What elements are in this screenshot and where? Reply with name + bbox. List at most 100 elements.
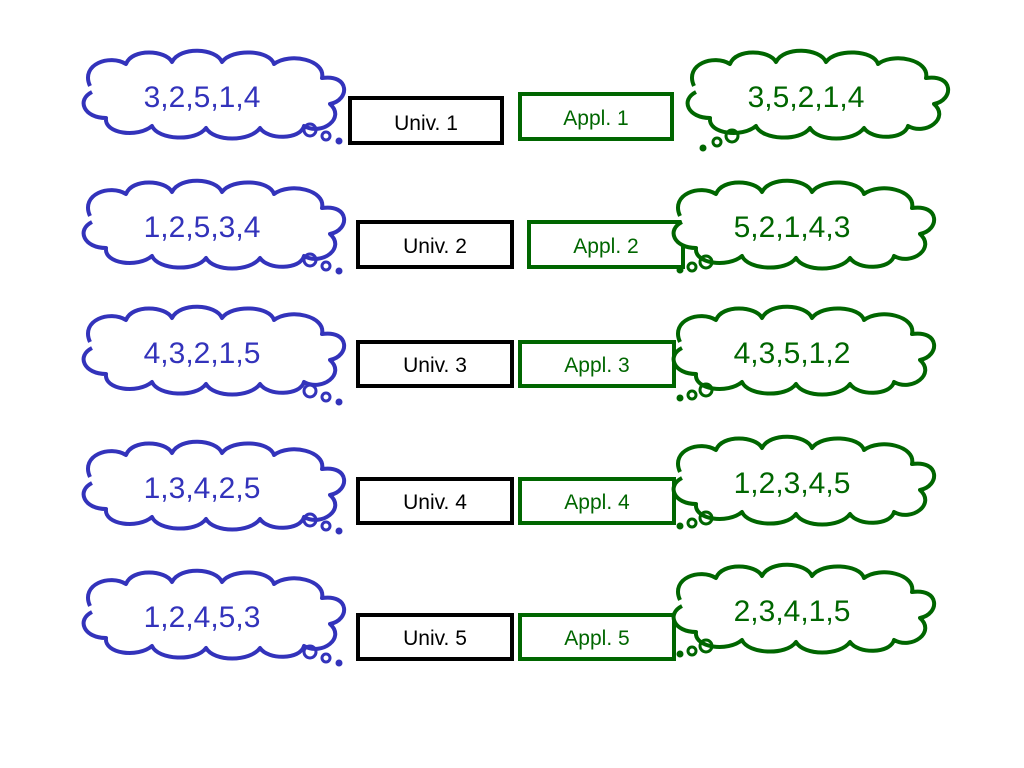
applicant-box: Appl. 5 — [518, 613, 676, 661]
university-box-frame — [356, 340, 514, 388]
university-thought-cloud: 1,2,5,3,4 — [81, 178, 347, 275]
applicant-label: Appl. 2 — [573, 235, 638, 258]
applicant-box-frame — [518, 477, 676, 525]
thought-bubble-small — [676, 650, 684, 658]
thought-bubble-small — [699, 144, 707, 152]
applicant-preference-list: 1,2,3,4,5 — [734, 467, 851, 500]
thought-bubble-large — [698, 382, 714, 398]
applicant-cloud-outline — [671, 304, 937, 397]
applicant-label: Appl. 1 — [563, 107, 628, 130]
pair-row-4: 1,3,4,2,5 Univ. 4 Appl. 4 1,2,3,4,5 — [81, 434, 937, 535]
thought-bubble-large — [302, 122, 318, 138]
applicant-preference-list: 4,3,5,1,2 — [734, 337, 851, 370]
university-box: Univ. 2 — [356, 220, 514, 269]
thought-bubble-large — [698, 510, 714, 526]
applicant-preference-list: 5,2,1,4,3 — [734, 211, 851, 244]
thought-bubble-large — [698, 254, 714, 270]
university-label: Univ. 3 — [403, 354, 467, 377]
applicant-label: Appl. 5 — [564, 627, 629, 650]
applicant-thought-bubbles — [676, 638, 714, 658]
thought-bubble-small — [335, 137, 343, 145]
university-label: Univ. 2 — [403, 235, 467, 258]
thought-bubble-medium — [320, 520, 332, 532]
thought-bubble-medium — [686, 389, 698, 401]
university-cloud-outline — [81, 304, 347, 397]
university-preference-list: 3,2,5,1,4 — [144, 81, 261, 114]
thought-bubble-medium — [320, 130, 332, 142]
thought-bubble-medium — [320, 391, 332, 403]
university-label: Univ. 1 — [394, 112, 458, 135]
applicant-box-frame — [518, 340, 676, 388]
applicant-preference-list: 3,5,2,1,4 — [748, 81, 865, 114]
university-thought-cloud: 3,2,5,1,4 — [81, 48, 347, 145]
university-preference-list: 1,3,4,2,5 — [144, 472, 261, 505]
university-box: Univ. 3 — [356, 340, 514, 388]
thought-bubble-small — [335, 398, 343, 406]
university-box-frame — [356, 477, 514, 525]
thought-bubble-large — [302, 644, 318, 660]
thought-bubble-small — [335, 659, 343, 667]
university-box: Univ. 1 — [348, 96, 504, 145]
thought-bubble-large — [302, 512, 318, 528]
applicant-box-frame — [518, 92, 674, 141]
university-box-frame — [356, 220, 514, 269]
university-cloud-outline — [81, 48, 347, 141]
university-thought-bubbles — [302, 383, 343, 406]
thought-bubble-small — [335, 267, 343, 275]
thought-bubble-small — [676, 522, 684, 530]
thought-bubble-medium — [686, 645, 698, 657]
university-thought-bubbles — [302, 122, 343, 145]
university-cloud-outline — [81, 439, 347, 532]
university-cloud-outline — [81, 178, 347, 271]
applicant-thought-bubbles — [676, 382, 714, 402]
applicant-cloud-outline — [685, 48, 951, 141]
applicant-thought-cloud: 3,5,2,1,4 — [685, 48, 951, 152]
thought-bubble-medium — [686, 517, 698, 529]
applicant-box: Appl. 4 — [518, 477, 676, 525]
thought-bubble-large — [698, 638, 714, 654]
applicant-cloud-outline — [671, 562, 937, 655]
applicant-thought-cloud: 1,2,3,4,5 — [671, 434, 937, 530]
applicant-preference-list: 2,3,4,1,5 — [734, 595, 851, 628]
university-thought-bubbles — [302, 252, 343, 275]
thought-bubble-large — [302, 383, 318, 399]
pair-row-2: 1,2,5,3,4 Univ. 2 Appl. 2 5,2,1,4,3 — [81, 178, 937, 275]
applicant-box: Appl. 2 — [527, 220, 685, 269]
university-thought-bubbles — [302, 512, 343, 535]
university-thought-cloud: 1,3,4,2,5 — [81, 439, 347, 535]
applicant-box: Appl. 3 — [518, 340, 676, 388]
pair-row-1: 3,2,5,1,4 Univ. 1 Appl. 1 3,5,2,1,4 — [81, 48, 951, 152]
thought-bubble-large — [724, 128, 740, 144]
pair-row-3: 4,3,2,1,5 Univ. 3 Appl. 3 4,3,5,1,2 — [81, 304, 937, 406]
university-label: Univ. 5 — [403, 627, 467, 650]
university-preference-list: 1,2,4,5,3 — [144, 601, 261, 634]
university-label: Univ. 4 — [403, 491, 467, 514]
applicant-thought-cloud: 5,2,1,4,3 — [671, 178, 937, 274]
university-box-frame — [348, 96, 504, 145]
thought-bubble-medium — [320, 652, 332, 664]
applicant-label: Appl. 3 — [564, 354, 629, 377]
thought-bubble-medium — [711, 136, 723, 148]
thought-bubble-medium — [320, 260, 332, 272]
university-box: Univ. 4 — [356, 477, 514, 525]
applicant-box: Appl. 1 — [518, 92, 674, 141]
thought-bubble-small — [335, 527, 343, 535]
applicant-cloud-outline — [671, 178, 937, 271]
university-box-frame — [356, 613, 514, 661]
applicant-thought-cloud: 4,3,5,1,2 — [671, 304, 937, 402]
thought-bubble-large — [302, 252, 318, 268]
university-thought-bubbles — [302, 644, 343, 667]
applicant-cloud-outline — [671, 434, 937, 527]
applicant-thought-bubbles — [676, 254, 714, 274]
university-preference-list: 4,3,2,1,5 — [144, 337, 261, 370]
university-thought-cloud: 4,3,2,1,5 — [81, 304, 347, 406]
applicant-label: Appl. 4 — [564, 491, 630, 514]
university-box: Univ. 5 — [356, 613, 514, 661]
thought-bubble-medium — [686, 261, 698, 273]
university-preference-list: 1,2,5,3,4 — [144, 211, 261, 244]
applicant-box-frame — [518, 613, 676, 661]
university-thought-cloud: 1,2,4,5,3 — [81, 568, 347, 667]
applicant-thought-cloud: 2,3,4,1,5 — [671, 562, 937, 658]
applicant-thought-bubbles — [676, 510, 714, 530]
